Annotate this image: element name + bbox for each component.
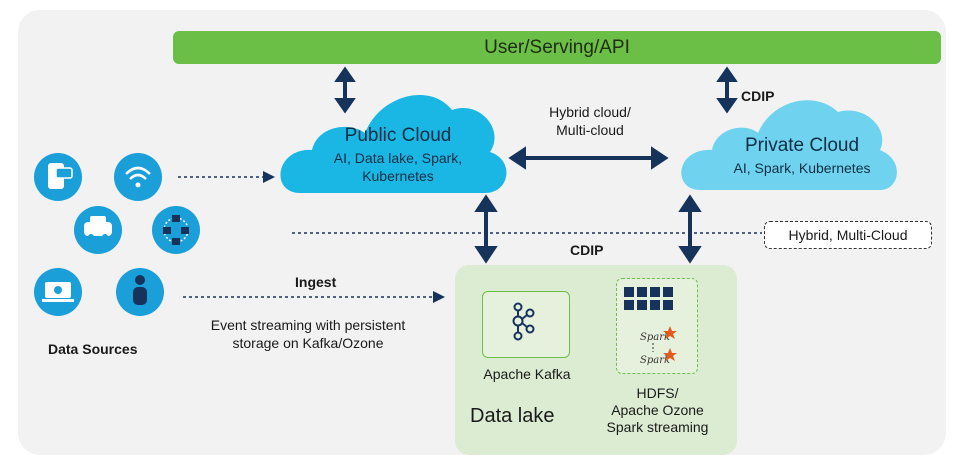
cdip-top-label: CDIP xyxy=(741,88,775,104)
kafka-icon xyxy=(512,302,535,341)
ingest-label: Ingest xyxy=(295,274,337,290)
cdip-middle-label: CDIP xyxy=(570,242,604,258)
private-cloud-shape xyxy=(681,100,897,190)
spark-icon: Spark Spark xyxy=(640,326,677,366)
public-cloud-line-1: AI, Data lake, Spark, xyxy=(333,150,463,166)
svg-text:Spark: Spark xyxy=(640,332,670,343)
private-cloud-subtitle: AI, Spark, Kubernetes xyxy=(733,160,871,176)
dotted-links xyxy=(178,171,762,303)
data-sources-label: Data Sources xyxy=(48,341,138,357)
data-lake-label: Data lake xyxy=(470,405,555,427)
hdfs-line-3: Spark streaming xyxy=(606,419,709,435)
network-hub-icon xyxy=(152,206,200,254)
kafka-box xyxy=(482,291,570,358)
ingest-desc-line-1: Event streaming with persistent xyxy=(210,317,406,333)
connection-arrows xyxy=(334,66,738,264)
hdfs-line-1: HDFS/ xyxy=(636,385,679,401)
public-cloud-shape xyxy=(280,94,507,193)
public-cloud-title: Public Cloud xyxy=(344,125,452,146)
wifi-icon xyxy=(114,153,162,201)
hybrid-cloud-line-2: Multi-cloud xyxy=(556,122,624,138)
svg-text:Spark: Spark xyxy=(640,355,670,366)
data-source-icons xyxy=(34,153,200,316)
hybrid-cloud-line-1: Hybrid cloud/ xyxy=(549,104,631,120)
ingest-desc-line-2: storage on Kafka/Ozone xyxy=(232,335,384,351)
public-cloud-line-2: Kubernetes xyxy=(362,168,434,184)
hdfs-grid-icon xyxy=(624,287,673,310)
api-bar: User/Serving/API xyxy=(173,31,941,64)
hybrid-multi-cloud-label: Hybrid, Multi-Cloud xyxy=(764,221,932,249)
kafka-label: Apache Kafka xyxy=(483,366,571,382)
private-cloud-title: Private Cloud xyxy=(744,135,860,156)
hdfs-line-2: Apache Ozone xyxy=(611,402,704,418)
